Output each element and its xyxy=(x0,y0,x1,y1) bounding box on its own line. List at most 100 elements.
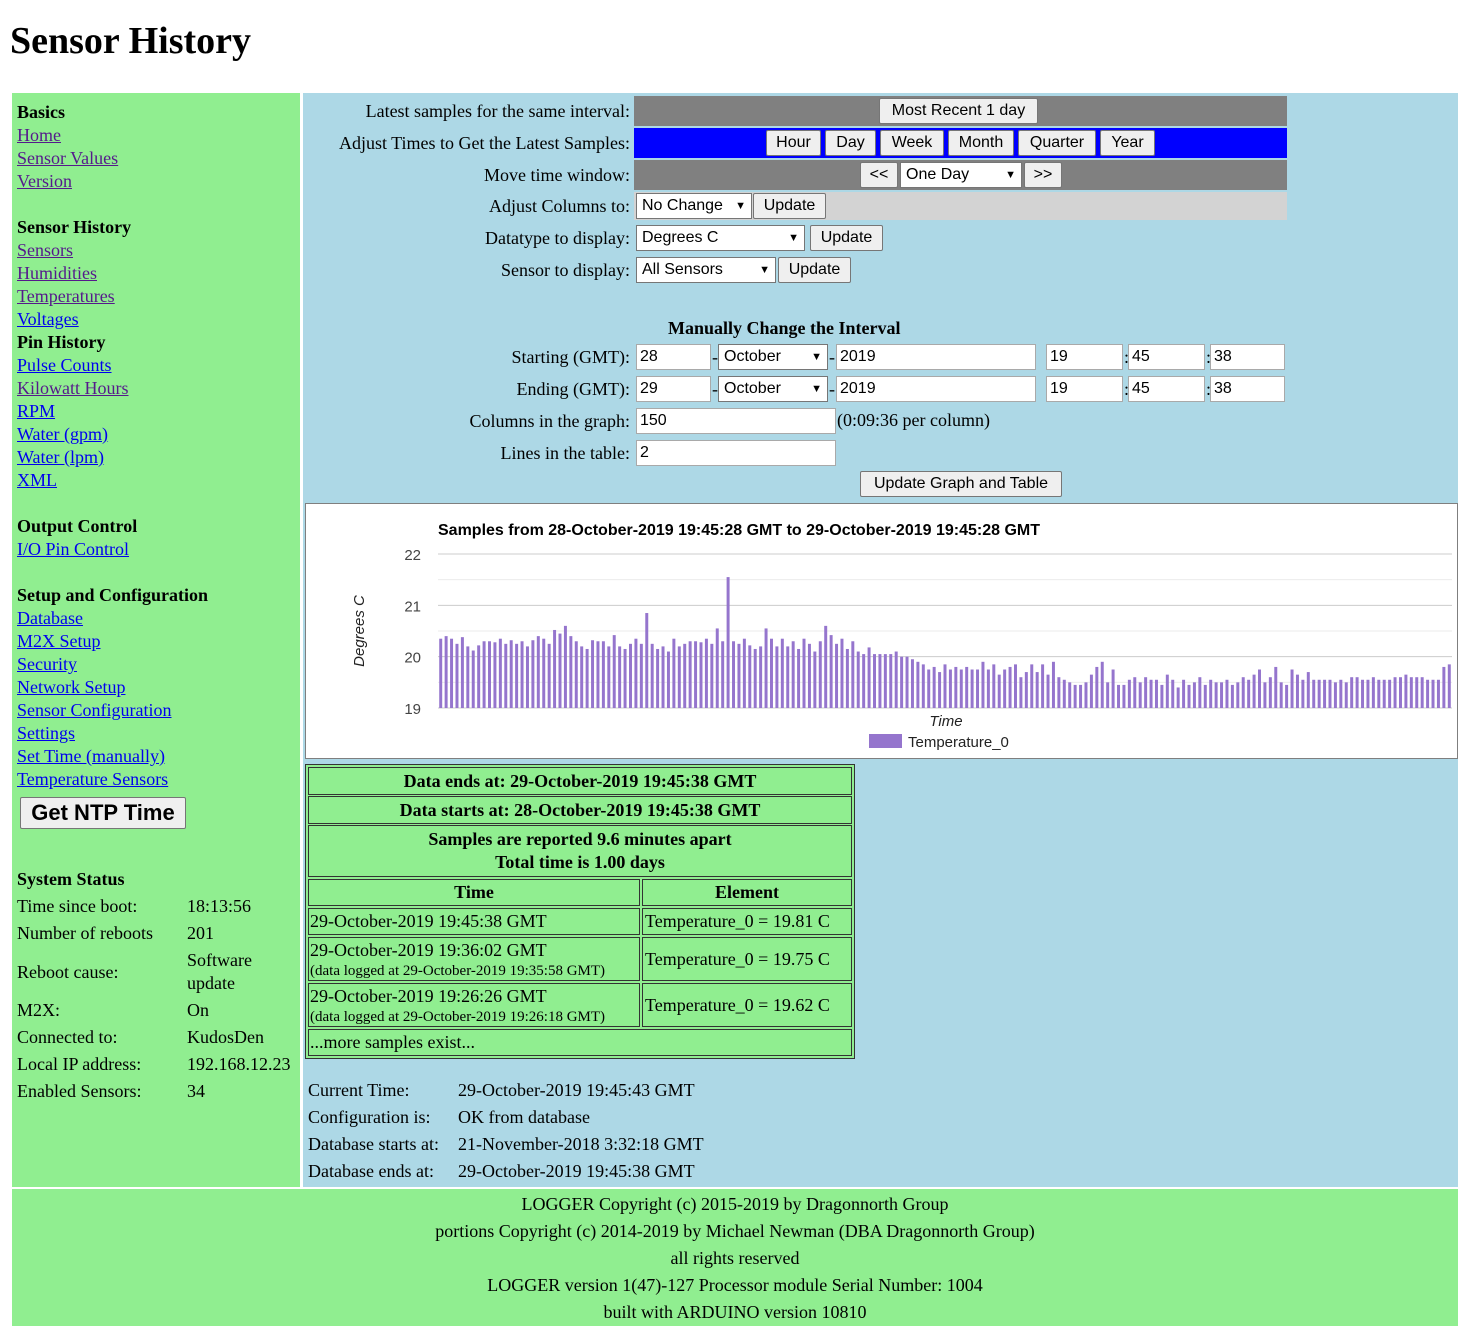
nav-link-rpm[interactable]: RPM xyxy=(17,401,56,421)
start-second-input[interactable]: 38 xyxy=(1210,344,1285,370)
adjust-columns-select[interactable]: No Change ▼ xyxy=(636,193,752,219)
row-time: 29-October-2019 19:26:26 GMT xyxy=(310,986,547,1006)
chart-bar xyxy=(1035,672,1039,708)
move-back-button[interactable]: << xyxy=(860,162,898,188)
chart-bar xyxy=(520,641,524,708)
nav-link-sensors[interactable]: Sensors xyxy=(17,240,74,260)
start-hour-input[interactable]: 19 xyxy=(1046,344,1123,370)
most-recent-button[interactable]: Most Recent 1 day xyxy=(879,98,1038,124)
status-row: M2X:On xyxy=(17,997,291,1024)
day-button[interactable]: Day xyxy=(825,130,876,156)
start-month-select[interactable]: October ▼ xyxy=(718,344,828,370)
adjust-times-bar: Hour Day Week Month Quarter Year xyxy=(634,128,1287,158)
nav-link-voltages[interactable]: Voltages xyxy=(17,309,79,329)
move-forward-button[interactable]: >> xyxy=(1024,162,1062,188)
chart-bar xyxy=(498,638,502,708)
nav-link-kilowatt-hours[interactable]: Kilowatt Hours xyxy=(17,378,129,398)
chart-bar xyxy=(1388,679,1392,708)
nav-link-sensor-values[interactable]: Sensor Values xyxy=(17,148,119,168)
chart-bar xyxy=(650,643,654,708)
data-table: Data ends at: 29-October-2019 19:45:38 G… xyxy=(305,764,855,1059)
info-row: Configuration is:OK from database xyxy=(308,1104,704,1131)
nav-link-settings[interactable]: Settings xyxy=(17,723,76,743)
nav-heading-basics: Basics xyxy=(17,102,66,122)
nav-heading-pin-history: Pin History xyxy=(17,332,106,352)
nav-link-temperature-sensors[interactable]: Temperature Sensors xyxy=(17,769,169,789)
sensor-select[interactable]: All Sensors ▼ xyxy=(636,257,776,283)
chart-bar xyxy=(986,669,990,708)
start-year-input[interactable]: 2019 xyxy=(836,344,1036,370)
update-graph-table-button[interactable]: Update Graph and Table xyxy=(860,471,1062,497)
quarter-button[interactable]: Quarter xyxy=(1018,130,1096,156)
nav-link-pulse-counts[interactable]: Pulse Counts xyxy=(17,355,112,375)
nav-link-security[interactable]: Security xyxy=(17,654,77,674)
nav-link-sensor-configuration[interactable]: Sensor Configuration xyxy=(17,700,172,720)
chart-bar xyxy=(509,640,513,708)
nav-link-set-time[interactable]: Set Time (manually) xyxy=(17,746,165,766)
nav-link-humidities[interactable]: Humidities xyxy=(17,263,97,283)
status-row: Local IP address:192.168.12.23 xyxy=(17,1051,291,1078)
end-minute-input[interactable]: 45 xyxy=(1128,376,1205,402)
time-separator: : xyxy=(1206,379,1212,399)
start-day-input[interactable]: 28 xyxy=(636,344,711,370)
y-tick-label: 21 xyxy=(404,598,421,615)
update-datatype-button[interactable]: Update xyxy=(810,225,883,251)
chart-bar xyxy=(1041,664,1045,708)
chart-bar xyxy=(910,659,914,708)
update-sensor-button[interactable]: Update xyxy=(778,257,851,283)
status-row: Enabled Sensors:34 xyxy=(17,1078,291,1105)
chart-bar xyxy=(1393,677,1397,708)
chart-bar xyxy=(1117,684,1121,708)
month-button[interactable]: Month xyxy=(948,130,1014,156)
week-button[interactable]: Week xyxy=(880,130,944,156)
chart-bar xyxy=(932,666,936,708)
nav-link-water-gpm[interactable]: Water (gpm) xyxy=(17,424,109,444)
chart-bar xyxy=(1068,682,1072,708)
nav-link-m2x-setup[interactable]: M2X Setup xyxy=(17,631,101,651)
chevron-down-icon: ▼ xyxy=(811,351,822,363)
chart-bar xyxy=(683,643,687,708)
chart-bar xyxy=(1426,679,1430,708)
chart-bar xyxy=(927,669,931,708)
info-table: Current Time:29-October-2019 19:45:43 GM… xyxy=(308,1077,704,1185)
chart-bar xyxy=(585,648,589,708)
chart-bar xyxy=(889,654,893,708)
temperature-bar-chart: Samples from 28-October-2019 19:45:28 GM… xyxy=(351,522,1452,751)
nav-link-database[interactable]: Database xyxy=(17,608,83,628)
chart-bar xyxy=(959,669,963,708)
datatype-select-value: Degrees C xyxy=(642,229,719,246)
year-button[interactable]: Year xyxy=(1100,130,1155,156)
hour-button[interactable]: Hour xyxy=(766,130,821,156)
chart-bar xyxy=(645,613,649,708)
nav-link-water-lpm[interactable]: Water (lpm) xyxy=(17,447,105,467)
y-tick-label: 22 xyxy=(404,547,421,564)
info-value: 29-October-2019 19:45:38 GMT xyxy=(458,1161,695,1181)
nav-link-io-pin-control[interactable]: I/O Pin Control xyxy=(17,539,130,559)
nav-link-xml[interactable]: XML xyxy=(17,470,57,490)
end-year-input[interactable]: 2019 xyxy=(836,376,1036,402)
end-day-input[interactable]: 29 xyxy=(636,376,711,402)
table-lines-input[interactable]: 2 xyxy=(636,440,836,466)
update-columns-button[interactable]: Update xyxy=(753,193,826,219)
chart-bar xyxy=(574,641,578,708)
nav-link-home[interactable]: Home xyxy=(17,125,61,145)
datatype-select[interactable]: Degrees C ▼ xyxy=(636,225,805,251)
end-month-select[interactable]: October ▼ xyxy=(718,376,828,402)
end-hour-input[interactable]: 19 xyxy=(1046,376,1123,402)
chart-bar xyxy=(1252,674,1256,708)
row-element: Temperature_0 = 19.75 C xyxy=(642,937,852,981)
start-minute-input[interactable]: 45 xyxy=(1128,344,1205,370)
end-second-input[interactable]: 38 xyxy=(1210,376,1285,402)
graph-columns-input[interactable]: 150 xyxy=(636,408,836,434)
table-row: 29-October-2019 19:26:26 GMT (data logge… xyxy=(307,982,853,1028)
nav-link-temperatures[interactable]: Temperatures xyxy=(17,286,115,306)
move-window-bar: << One Day ▼ >> xyxy=(634,160,1287,190)
nav-link-version[interactable]: Version xyxy=(17,171,72,191)
chart-title: Samples from 28-October-2019 19:45:28 GM… xyxy=(438,522,1040,539)
move-window-select[interactable]: One Day ▼ xyxy=(900,162,1022,188)
chart-bar xyxy=(1176,687,1180,708)
row-logged-time: (data logged at 29-October-2019 19:26:18… xyxy=(310,1009,606,1025)
nav-link-network-setup[interactable]: Network Setup xyxy=(17,677,126,697)
get-ntp-time-button[interactable]: Get NTP Time xyxy=(20,797,186,829)
